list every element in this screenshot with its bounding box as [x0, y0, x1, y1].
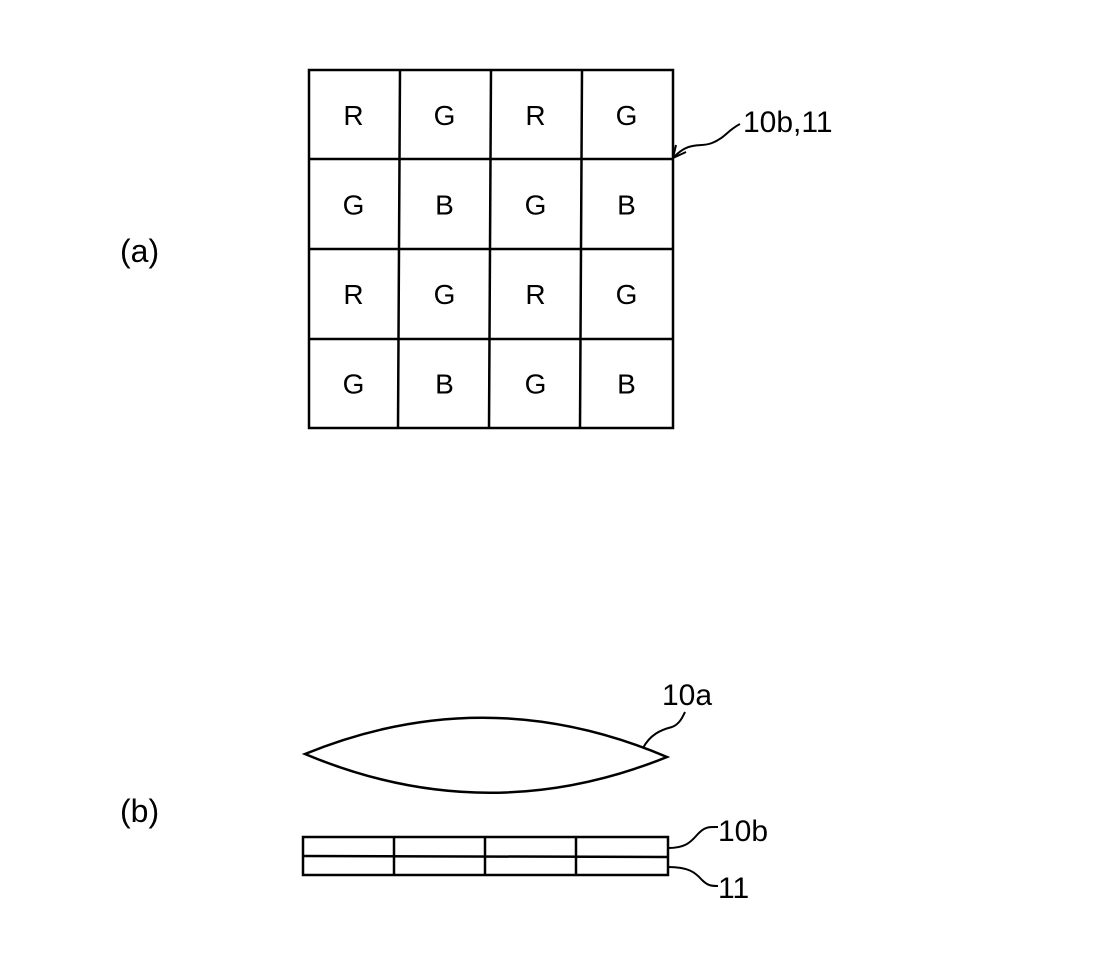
- grid-cell-g: G: [343, 189, 365, 220]
- sensor-layer-leader: [668, 867, 718, 886]
- lens-10a: [305, 718, 667, 793]
- grid-cell-b: B: [435, 368, 454, 399]
- grid-cell-g: G: [434, 279, 456, 310]
- grid-cell-g: G: [616, 100, 638, 131]
- grid-cell-b: B: [435, 189, 454, 220]
- filter-layer-leader: [668, 827, 718, 848]
- panel-a-label: (a): [120, 233, 159, 269]
- lens-label-10a: 10a: [662, 679, 712, 712]
- grid-cell-g: G: [343, 368, 365, 399]
- grid-cell-g: G: [434, 100, 456, 131]
- filter-layer-label-10b: 10b: [718, 815, 768, 848]
- reference-label-10b-11: 10b,11: [743, 106, 833, 139]
- grid-cell-g: G: [525, 368, 547, 399]
- sensor-layer-label-11: 11: [718, 872, 749, 905]
- grid-cell-b: B: [617, 368, 636, 399]
- grid-cell-b: B: [617, 189, 636, 220]
- layer-stack: [303, 837, 668, 875]
- grid-cell-r: R: [343, 100, 363, 131]
- grid-cell-r: R: [525, 100, 545, 131]
- panel-b-label: (b): [120, 793, 159, 829]
- lens-leader: [643, 712, 685, 748]
- grid-cell-r: R: [525, 279, 545, 310]
- grid-cell-g: G: [525, 189, 547, 220]
- grid-cell-r: R: [343, 279, 363, 310]
- grid-cell-g: G: [616, 279, 638, 310]
